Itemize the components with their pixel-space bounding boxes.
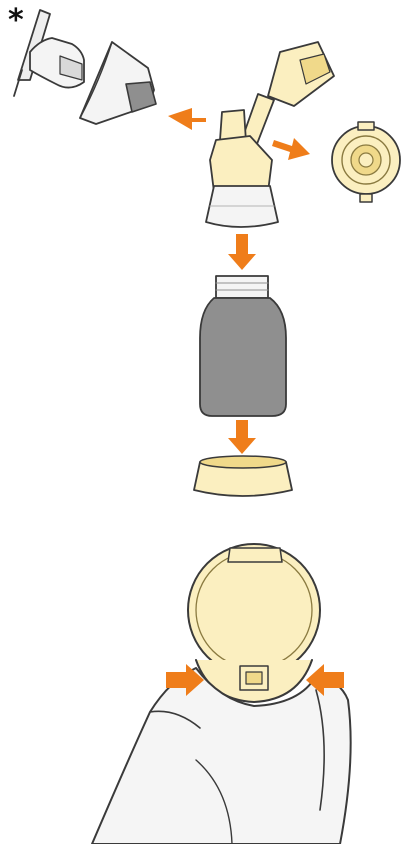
hand-cloth-icon [91, 543, 352, 845]
arrow-squeeze-left [166, 664, 204, 696]
squeeze-arrows-icon [166, 108, 344, 696]
arrow-to-insert [168, 108, 206, 130]
bottle-icon [199, 275, 287, 417]
breast-shield-icon [13, 9, 85, 97]
note-asterisk: * [8, 3, 24, 38]
arrow-to-stand [228, 420, 256, 454]
bottle-stand-icon [193, 455, 293, 497]
arrow-to-bottle [228, 234, 256, 270]
valve-membrane-icon [331, 121, 401, 203]
insert-icon [79, 41, 157, 125]
pump-body-icon [205, 41, 335, 228]
arrow-squeeze-right [306, 664, 344, 696]
arrow-to-membrane [272, 138, 310, 160]
